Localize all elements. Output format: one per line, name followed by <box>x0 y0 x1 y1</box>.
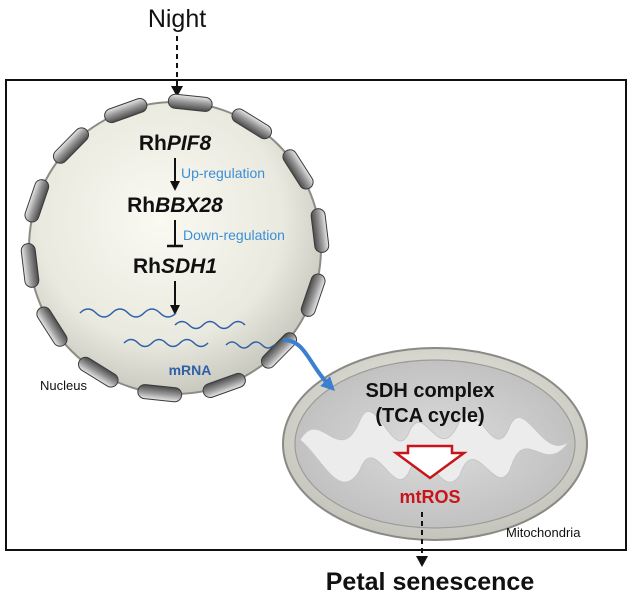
nucleus-label: Nucleus <box>40 378 87 393</box>
down-regulation-label: Down-regulation <box>183 227 285 243</box>
tca-cycle-label: (TCA cycle) <box>375 405 484 427</box>
membrane-segment <box>202 372 246 399</box>
membrane-segment <box>77 356 119 388</box>
membrane-segment <box>231 108 273 140</box>
mrna-strands <box>79 308 275 349</box>
membrane-segment <box>20 243 40 288</box>
membrane-segment <box>24 179 50 223</box>
mrna-export-arrow <box>282 338 335 391</box>
senescence-arrow-head <box>416 556 428 567</box>
gene-sdh1: RhSDH1 <box>133 255 217 278</box>
mtros-production-arrow <box>392 444 468 480</box>
membrane-segment <box>104 97 148 124</box>
gene-pif8: RhPIF8 <box>139 132 212 155</box>
nuclear-pores <box>20 93 330 403</box>
sdh-complex-label: SDH complex <box>366 380 495 402</box>
mrna-label: mRNA <box>169 362 212 378</box>
mitochondrion <box>282 347 588 541</box>
cell-frame <box>5 79 627 551</box>
nucleus <box>20 93 330 403</box>
petal-senescence-label: Petal senescence <box>326 568 535 596</box>
up-regulation-label: Up-regulation <box>181 165 265 181</box>
membrane-segment <box>52 127 90 164</box>
membrane-segment <box>137 384 183 403</box>
gene-bbx28: RhBBX28 <box>127 194 223 217</box>
membrane-segment <box>36 306 68 347</box>
mitochondria-label: Mitochondria <box>506 525 581 540</box>
membrane-segment <box>300 273 326 317</box>
night-label: Night <box>148 5 206 33</box>
mtros-label: mtROS <box>399 487 460 507</box>
membrane-segment <box>282 149 314 190</box>
membrane-segment <box>310 208 330 253</box>
membrane-segment <box>167 93 213 112</box>
night-arrow-head <box>171 86 183 97</box>
